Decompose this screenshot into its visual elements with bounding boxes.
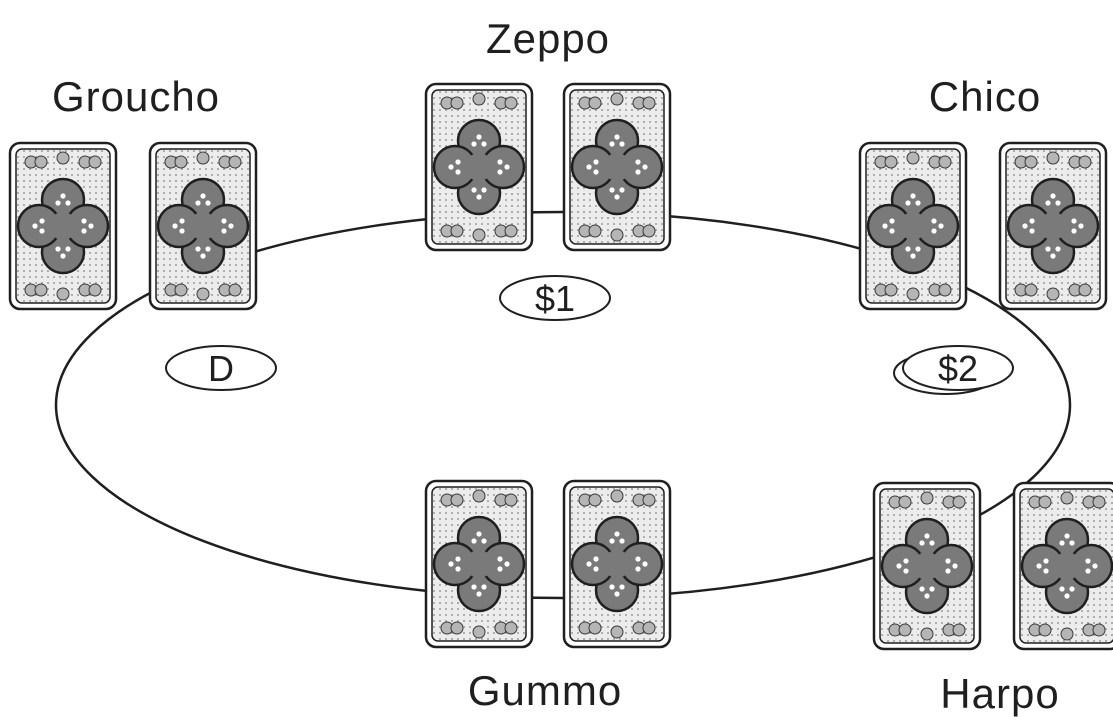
- card-back-gummo-2: [562, 479, 672, 649]
- card-back-zeppo-1: [424, 82, 534, 252]
- player-name-gummo: Gummo: [468, 667, 622, 714]
- card-back-chico-1: [858, 141, 968, 311]
- big-blind-label: $2: [938, 348, 978, 389]
- player-name-harpo: Harpo: [940, 670, 1059, 717]
- player-name-chico: Chico: [929, 73, 1041, 120]
- card-back-groucho-1: [8, 141, 118, 311]
- card-back-chico-2: [998, 141, 1108, 311]
- player-name-zeppo: Zeppo: [486, 15, 610, 62]
- card-back-gummo-1: [424, 479, 534, 649]
- small-blind-label: $1: [535, 278, 575, 319]
- card-back-harpo-2: [1012, 481, 1113, 651]
- seat-chico: Chico: [858, 73, 1108, 311]
- seat-zeppo: Zeppo: [424, 15, 672, 252]
- card-back-groucho-2: [148, 141, 258, 311]
- card-back-harpo-1: [872, 481, 982, 651]
- seat-gummo: Gummo: [424, 479, 672, 714]
- dealer-button: D: [165, 345, 277, 391]
- big-blind-chips: $2: [893, 345, 1014, 395]
- card-back-zeppo-2: [562, 82, 672, 252]
- player-name-groucho: Groucho: [52, 73, 220, 120]
- dealer-button-label: D: [208, 348, 234, 389]
- seat-harpo: Harpo: [872, 481, 1113, 717]
- small-blind-chip: $1: [499, 275, 611, 321]
- seat-groucho: Groucho: [8, 73, 258, 311]
